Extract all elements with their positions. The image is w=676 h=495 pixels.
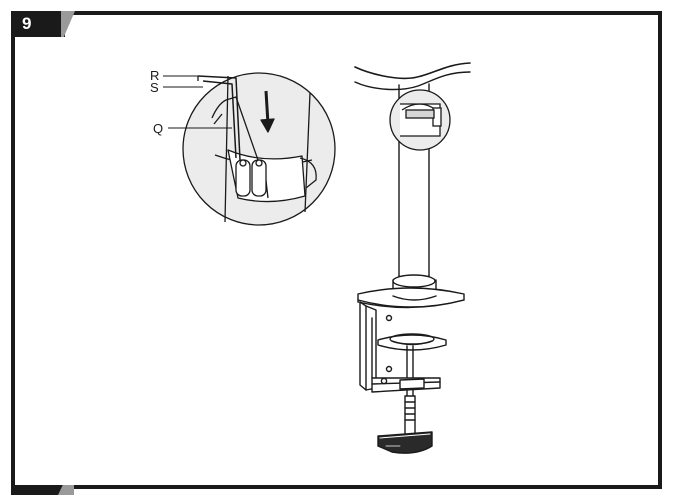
step-frame bbox=[11, 11, 662, 489]
step-number-tab bbox=[11, 11, 65, 37]
callout-leaders bbox=[163, 75, 232, 129]
small-detail-circle bbox=[389, 89, 451, 151]
zoom-detail-circle bbox=[182, 72, 336, 226]
callout-label-q: Q bbox=[153, 121, 163, 136]
callout-label-r: R bbox=[150, 68, 159, 83]
next-step-tab-accent bbox=[58, 485, 74, 495]
pole-assembly bbox=[354, 62, 471, 454]
next-step-tab bbox=[11, 485, 63, 495]
callout-label-s: S bbox=[150, 80, 159, 95]
step-number: 9 bbox=[22, 14, 32, 33]
